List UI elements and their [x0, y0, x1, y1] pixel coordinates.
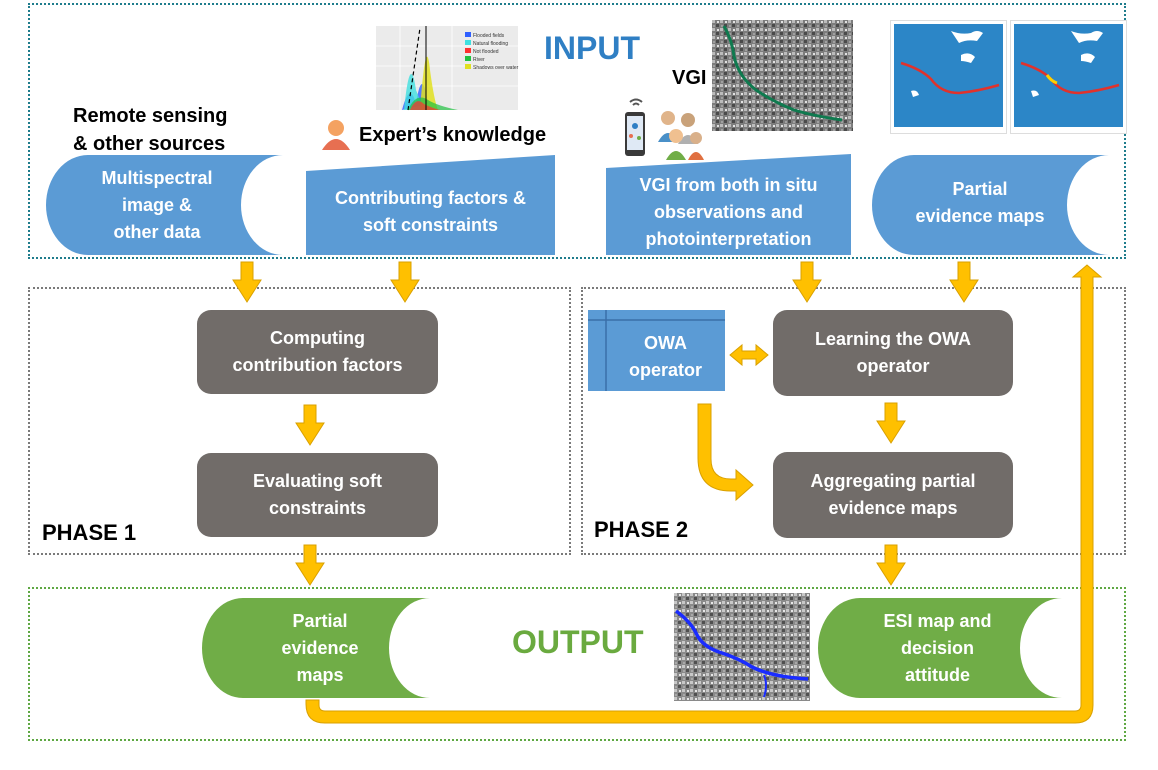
phase1-title: PHASE 1 [42, 520, 137, 545]
vgi-people-icon [625, 98, 704, 160]
evidence-map-2 [1010, 20, 1127, 134]
density-legend-0: Flooded fields [473, 33, 505, 39]
arrow-p2-mid [876, 402, 906, 444]
expert-person-icon [322, 120, 350, 150]
arrow-owa-aggregate [697, 403, 754, 502]
aggregating-box: Aggregating partial evidence maps [773, 452, 1013, 538]
phase2-frame [581, 287, 1126, 555]
output-frame [28, 587, 1126, 741]
vgi-label: VGI [672, 67, 707, 89]
multispectral-shape [46, 155, 283, 255]
arrow-vgi [792, 261, 822, 303]
contributing-shape [306, 155, 555, 255]
arrow-multispectral [232, 261, 262, 303]
arrow-p2-out [876, 544, 906, 586]
multispectral-text: Multispectral image & other data [101, 167, 213, 242]
arrow-p1-out [295, 544, 325, 586]
computing-contribution-box: Computing contribution factors [197, 310, 438, 394]
phase1-frame [28, 287, 571, 555]
arrow-feedback-loop [305, 264, 1103, 724]
esi-text: ESI map and decision attitude [883, 610, 992, 685]
vgi-satellite-image [712, 20, 853, 131]
input-title: INPUT [544, 30, 640, 66]
density-legend-4: Shadows over water [473, 65, 519, 71]
vgi-obs-text: VGI from both in situ observations and p… [639, 175, 818, 249]
density-legend-2: Not flooded [473, 49, 499, 55]
owa-shape [588, 310, 725, 391]
partial-input-shape [872, 155, 1109, 255]
partial-output-text: Partial evidence maps [281, 610, 359, 685]
esi-shape [818, 598, 1062, 698]
arrow-p1-mid [295, 404, 325, 446]
owa-text: OWA operator [628, 332, 702, 380]
density-legend-3: River [473, 57, 485, 63]
partial-output-shape [202, 598, 430, 698]
density-legend-1: Natural flooding [473, 41, 508, 47]
vgi-shape [606, 154, 851, 255]
esi-satellite-image [674, 593, 810, 701]
learning-owa-box: Learning the OWA operator [773, 310, 1013, 396]
expert-knowledge-label: Expert’s knowledge [359, 124, 547, 146]
output-title: OUTPUT [512, 624, 644, 660]
phase2-title: PHASE 2 [594, 517, 689, 542]
evidence-map-1 [890, 20, 1007, 134]
partial-input-text: Partial evidence maps [915, 178, 1045, 226]
contributing-text: Contributing factors & soft constraints [335, 188, 526, 235]
remote-sensing-label: Remote sensing & other sources [73, 105, 228, 155]
density-chart-thumbnail: Flooded fields Natural flooding Not floo… [362, 22, 522, 120]
evaluating-constraints-box: Evaluating soft constraints [197, 453, 438, 537]
arrow-partial-in [949, 261, 979, 303]
arrow-contributing [390, 261, 420, 303]
arrow-owa-double [729, 343, 769, 367]
